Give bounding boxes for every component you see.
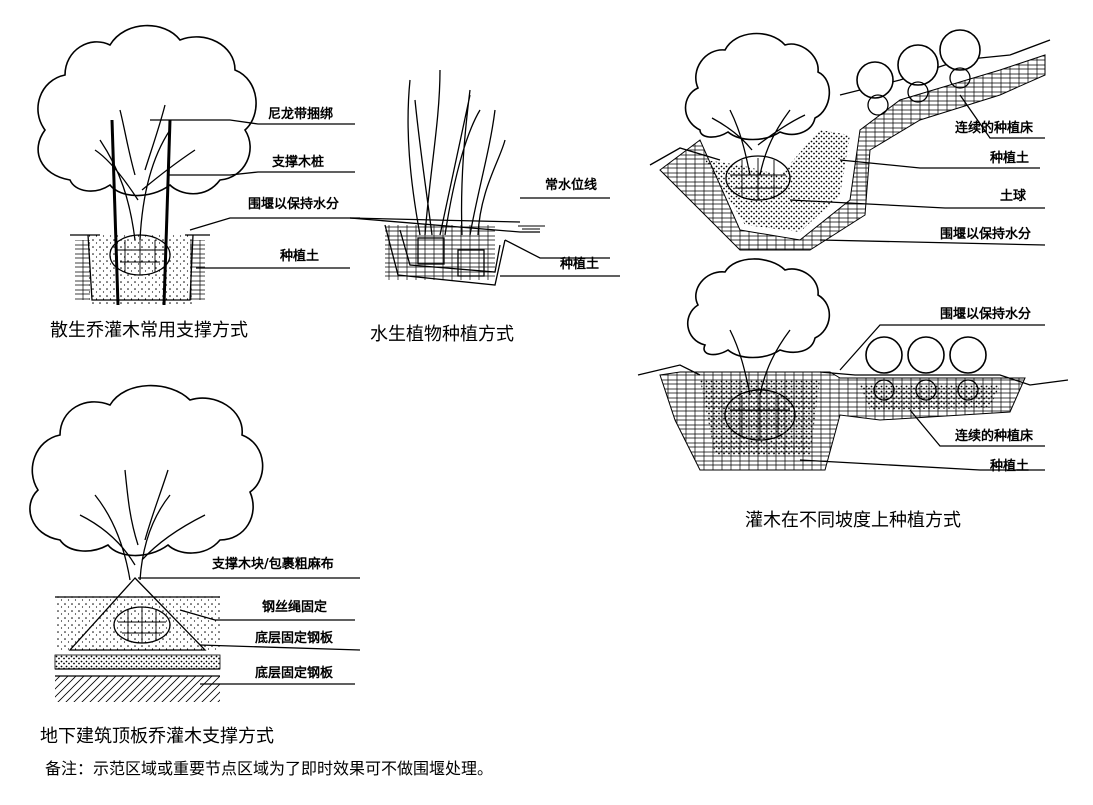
label-block: 支撑木块/包裹粗麻布 <box>211 556 334 572</box>
label-berm: 围堰以保持水分 <box>248 196 339 212</box>
panel-aquatic: 常水位线 种植土 水生植物种植方式 <box>349 69 620 345</box>
label-aquatic-soil: 种植土 <box>559 256 599 272</box>
caption-slope: 灌木在不同坡度上种植方式 <box>745 510 961 531</box>
stake-left <box>110 119 120 306</box>
label-lower-berm: 围堰以保持水分 <box>940 306 1031 322</box>
label-soil: 种植土 <box>279 248 319 264</box>
panel-scattered-tree: 尼龙带捆绑 支撑木桩 围堰以保持水分 种植土 散生乔灌木常用支撑方式 <box>37 24 360 341</box>
label-stake: 支撑木桩 <box>271 154 324 170</box>
label-plate-1: 底层固定钢板 <box>255 630 334 646</box>
label-lower-bed: 连续的种植床 <box>955 428 1034 444</box>
roof-tree-crown <box>29 384 264 557</box>
label-water-level: 常水位线 <box>545 177 597 193</box>
tree-crown <box>37 24 257 197</box>
label-lower-soil: 种植土 <box>989 458 1029 474</box>
panel-slope-upper: 连续的种植床 种植土 土球 围堰以保持水分 <box>649 29 1051 251</box>
label-upper-soil: 种植土 <box>989 150 1029 166</box>
caption-aquatic: 水生植物种植方式 <box>370 324 514 345</box>
label-nylon: 尼龙带捆绑 <box>268 106 333 122</box>
label-upper-berm: 围堰以保持水分 <box>940 226 1031 242</box>
label-wire: 钢丝绳固定 <box>262 599 327 615</box>
drawing-note: 备注：示范区域或重要节点区域为了即时效果可不做围堰处理。 <box>45 759 493 778</box>
stake-right <box>162 119 172 306</box>
label-upper-ball: 土球 <box>1000 188 1027 204</box>
flat-tree-crown <box>686 258 831 359</box>
caption-roof: 地下建筑顶板乔灌木支撑方式 <box>40 726 274 747</box>
panel-slope-lower: 围堰以保持水分 连续的种植床 种植土 灌木在不同坡度上种植方式 <box>637 258 1069 531</box>
caption-scattered: 散生乔灌木常用支撑方式 <box>50 320 248 341</box>
label-upper-bed: 连续的种植床 <box>955 120 1034 136</box>
panel-roof-slab: 支撑木块/包裹粗麻布 钢丝绳固定 底层固定钢板 底层固定钢板 地下建筑顶板乔灌木… <box>29 384 361 747</box>
label-plate-2: 底层固定钢板 <box>255 665 334 681</box>
slope-tree-crown <box>684 32 831 141</box>
